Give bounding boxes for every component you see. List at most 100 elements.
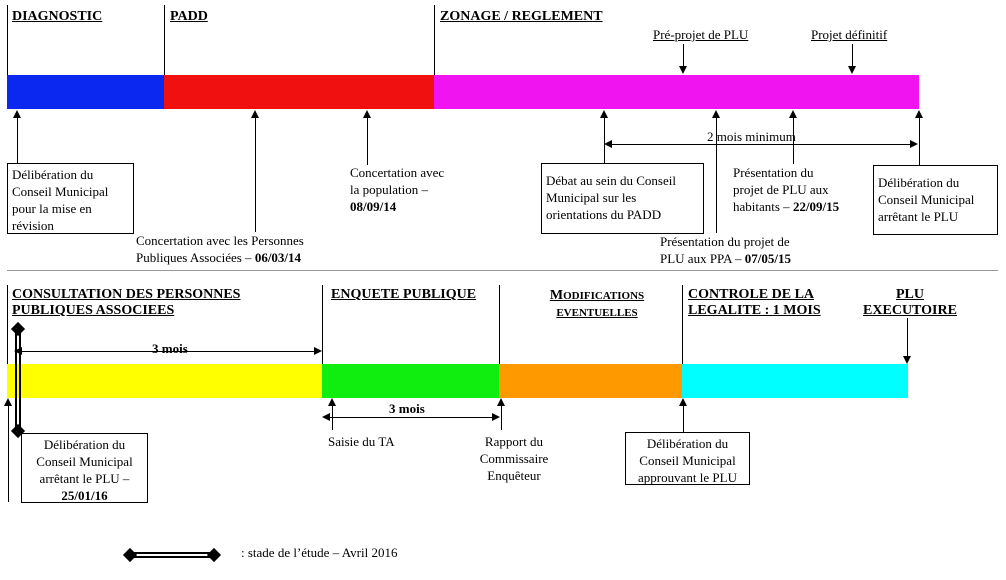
rapport-commissaire-text: Rapport du Commissaire Enquêteur	[464, 433, 564, 484]
phase-consultation-label: CONSULTATION DES PERSONNES PUBLIQUES ASS…	[12, 287, 312, 319]
consultation-bar	[7, 364, 322, 398]
projet-definitif-line	[852, 44, 853, 66]
two-months-label: 2 mois minimum	[707, 129, 796, 144]
text-line: Présentation du projet de	[660, 234, 790, 249]
modifications-bar	[499, 364, 682, 398]
arrow-up-icon	[328, 398, 336, 406]
label-line: PUBLIQUES ASSOCIEES	[12, 303, 175, 318]
text-line: Rapport du	[484, 434, 544, 449]
connector-line	[683, 405, 684, 432]
box-line: Délibération du	[878, 175, 960, 190]
label-line: LEGALITE : 1 MOIS	[688, 303, 821, 318]
separator-line	[322, 285, 323, 365]
box-line: Délibération du	[43, 437, 126, 452]
three-months-enquete-label: 3 mois	[389, 401, 425, 416]
text-line: habitants – 22/09/15	[733, 198, 839, 215]
box-line: Conseil Municipal	[12, 184, 109, 199]
padd-bar	[164, 75, 434, 109]
arrow-right-icon	[492, 413, 500, 421]
arrow-left-icon	[604, 140, 612, 148]
box-line: Conseil Municipal	[878, 192, 975, 207]
duration-line	[22, 351, 314, 352]
initial-letter: M	[549, 288, 564, 303]
separator-line	[164, 5, 165, 75]
deliberation-approuvant-box: Délibération du Conseil Municipal approu…	[625, 432, 750, 485]
separator-line	[682, 285, 683, 365]
controle-bar	[682, 364, 908, 398]
box-line: approuvant le PLU	[638, 470, 737, 485]
arrow-down-icon	[679, 66, 687, 74]
date-value: 25/01/16	[61, 488, 108, 503]
arrow-up-icon	[4, 398, 12, 406]
duration-line	[330, 417, 492, 418]
label-line: CONTROLE DE LA	[688, 287, 815, 302]
three-months-consultation-label: 3 mois	[152, 341, 188, 356]
text-line: Commissaire	[479, 451, 549, 466]
text-line: Enquêteur	[487, 468, 541, 483]
connector-line	[367, 117, 368, 165]
box-line: Municipal sur les	[546, 190, 637, 205]
separator-line	[434, 5, 435, 75]
arrow-up-icon	[712, 110, 720, 118]
connector-line	[604, 117, 605, 163]
connector-line	[919, 117, 920, 165]
phase-diagnostic-label: DIAGNOSTIC	[12, 9, 103, 24]
label-line: MODIFICATIONS	[537, 287, 657, 305]
box-line: Délibération du	[646, 436, 729, 451]
date-value: 08/09/14	[350, 199, 397, 214]
box-line: Conseil Municipal	[36, 454, 133, 469]
box-line: pour la mise en	[12, 201, 92, 216]
phase-padd-label: PADD	[170, 9, 208, 24]
date-value: 07/05/15	[744, 251, 792, 266]
text-line: la population –	[350, 182, 428, 197]
box-line: Débat au sein du Conseil	[546, 173, 676, 188]
connector-line	[8, 405, 9, 502]
saisie-ta-text: Saisie du TA	[328, 434, 395, 449]
presentation-habitants-text: Présentation du projet de PLU aux habita…	[733, 164, 839, 215]
concertation-ppa-text: Concertation avec les Personnes Publique…	[136, 232, 304, 266]
deliberation-arret-bottom-box: Délibération du Conseil Municipal arrêta…	[21, 433, 148, 503]
connector-line	[332, 405, 333, 430]
arrow-up-icon	[251, 110, 259, 118]
executoire-line	[907, 318, 908, 356]
text-line: Concertation avec	[350, 165, 445, 180]
box-line: révision	[12, 218, 54, 233]
arrow-up-icon	[679, 398, 687, 406]
arrow-up-icon	[600, 110, 608, 118]
concertation-population-text: Concertation avec la population – 08/09/…	[350, 164, 444, 215]
deliberation-revision-box: Délibération du Conseil Municipal pour l…	[7, 163, 134, 234]
legend-marker-bar	[131, 552, 217, 558]
enquete-bar	[322, 364, 499, 398]
phase-executoire-label: PLU EXECUTOIRE	[855, 287, 965, 319]
phase-controle-label: CONTROLE DE LA LEGALITE : 1 MOIS	[688, 287, 848, 319]
projet-definitif-label: Projet définitif	[811, 27, 888, 42]
connector-line	[17, 117, 18, 163]
arrow-left-icon	[322, 413, 330, 421]
box-line: arrêtant le PLU –	[39, 471, 130, 486]
connector-line	[255, 117, 256, 232]
arrow-up-icon	[13, 110, 21, 118]
legend-text: : stade de l’étude – Avril 2016	[241, 545, 398, 560]
text-part: Publiques Associées –	[136, 250, 255, 265]
arrow-down-icon	[848, 66, 856, 74]
diagnostic-bar	[7, 75, 164, 109]
arrow-down-icon	[903, 356, 911, 364]
connector-line	[793, 117, 794, 164]
text-part: habitants –	[733, 199, 793, 214]
label-line: CONSULTATION DES PERSONNES	[12, 287, 241, 302]
label-part: ODIFICATIONS	[563, 290, 645, 302]
phase-zonage-label: ZONAGE / REGLEMENT	[440, 9, 603, 24]
arrow-right-icon	[314, 347, 322, 355]
arrow-up-icon	[363, 110, 371, 118]
phase-enquete-label: ENQUETE PUBLIQUE	[331, 287, 477, 302]
label-line: PLU	[896, 287, 924, 302]
zonage-bar	[434, 75, 919, 109]
text-line: Concertation avec les Personnes	[136, 233, 304, 248]
text-line: Publiques Associées – 06/03/14	[136, 249, 304, 266]
text-line: projet de PLU aux	[733, 182, 829, 197]
text-part: PLU aux PPA –	[660, 251, 745, 266]
connector-line	[716, 117, 717, 233]
legend-marker-icon	[206, 547, 222, 563]
label-line: EXECUTOIRE	[863, 303, 957, 318]
